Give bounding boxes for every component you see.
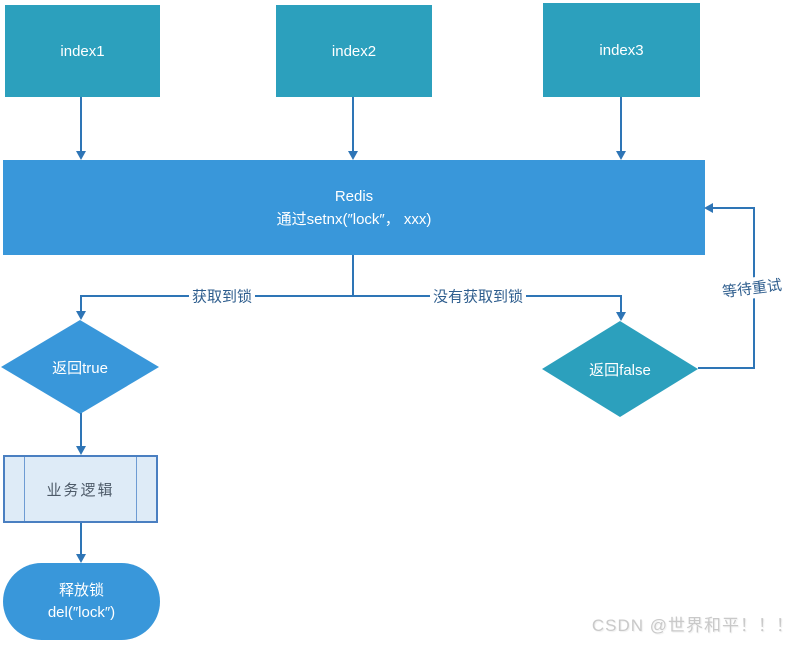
connector-business-to-release bbox=[80, 523, 82, 555]
connector-redis-stem bbox=[352, 255, 354, 296]
connector-true-to-business bbox=[80, 413, 82, 447]
connector-retry-bottom bbox=[698, 367, 755, 369]
node-return-false-label: 返回false bbox=[589, 361, 651, 379]
node-business-logic-label: 业务逻辑 bbox=[46, 481, 115, 499]
connector-retry-top bbox=[713, 207, 755, 209]
node-business-logic: 业务逻辑 bbox=[3, 455, 158, 523]
node-release-lock-subtitle: del(″lock″) bbox=[47, 603, 116, 621]
arrowhead-to-business bbox=[76, 446, 86, 455]
arrowhead-index1-to-redis bbox=[76, 151, 86, 160]
node-release-lock-title: 释放锁 bbox=[58, 581, 104, 599]
arrowhead-retry-to-redis bbox=[704, 203, 713, 213]
arrowhead-index2-to-redis bbox=[348, 151, 358, 160]
node-redis-title: Redis bbox=[334, 187, 374, 205]
node-index1-label: index1 bbox=[60, 42, 105, 60]
arrowhead-to-return-true bbox=[76, 311, 86, 320]
edge-label-retry: 等待重试 bbox=[717, 273, 787, 303]
connector-branch-horizontal bbox=[80, 295, 622, 297]
edge-label-acquired: 获取到锁 bbox=[188, 285, 256, 307]
arrowhead-to-return-false bbox=[616, 312, 626, 321]
node-return-false: 返回false bbox=[542, 321, 698, 417]
connector-index3-to-redis bbox=[620, 97, 622, 151]
node-index2: index2 bbox=[276, 5, 432, 97]
node-index3: index3 bbox=[543, 3, 700, 97]
predef-left-bar bbox=[24, 457, 25, 521]
node-redis: Redis 通过setnx(″lock″， xxx) bbox=[3, 160, 705, 255]
connector-index1-to-redis bbox=[80, 97, 82, 151]
edge-label-not-acquired: 没有获取到锁 bbox=[429, 285, 527, 307]
node-return-true: 返回true bbox=[1, 320, 159, 414]
node-index3-label: index3 bbox=[599, 41, 644, 59]
node-index2-label: index2 bbox=[331, 42, 377, 60]
node-index1: index1 bbox=[5, 5, 160, 97]
predef-right-bar bbox=[136, 457, 137, 521]
connector-branch-left-drop bbox=[80, 295, 82, 312]
node-return-true-label: 返回true bbox=[52, 359, 108, 377]
connector-branch-right-drop bbox=[620, 295, 622, 313]
watermark-text: CSDN @世界和平！！！ bbox=[591, 616, 794, 635]
connector-index2-to-redis bbox=[352, 97, 354, 151]
node-release-lock: 释放锁 del(″lock″) bbox=[3, 563, 160, 640]
arrowhead-to-release bbox=[76, 554, 86, 563]
arrowhead-index3-to-redis bbox=[616, 151, 626, 160]
node-redis-subtitle: 通过setnx(″lock″， xxx) bbox=[276, 210, 432, 228]
